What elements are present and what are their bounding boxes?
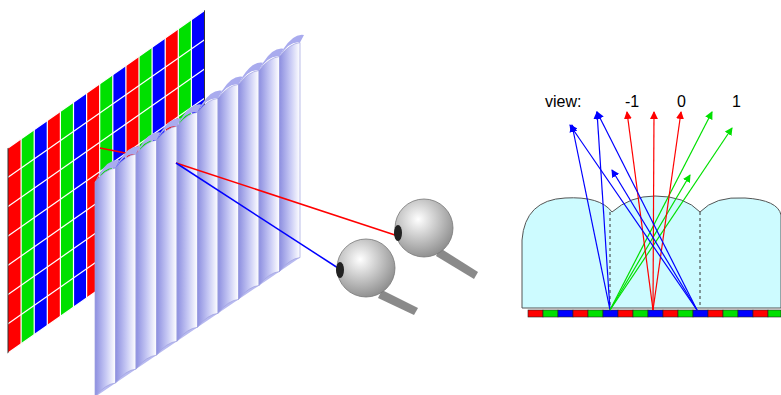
lens-cross-section [522, 196, 781, 308]
light-ray [610, 112, 712, 310]
view-number: 1 [732, 93, 741, 111]
light-ray [570, 112, 732, 310]
pixel-strip [528, 310, 781, 317]
light-ray [627, 112, 653, 310]
view-number: -1 [625, 93, 639, 111]
light-ray [570, 125, 697, 310]
light-ray [176, 163, 338, 268]
view-number: 0 [677, 93, 686, 111]
light-ray [597, 112, 610, 310]
light-ray [176, 163, 398, 236]
light-ray [653, 112, 654, 310]
eyeball [336, 239, 418, 315]
lenticular-sheet [95, 30, 304, 395]
light-ray [597, 112, 697, 310]
light-ray [610, 128, 732, 310]
view-label: view: [545, 93, 581, 111]
light-ray [612, 170, 697, 310]
eyeball [394, 199, 478, 279]
